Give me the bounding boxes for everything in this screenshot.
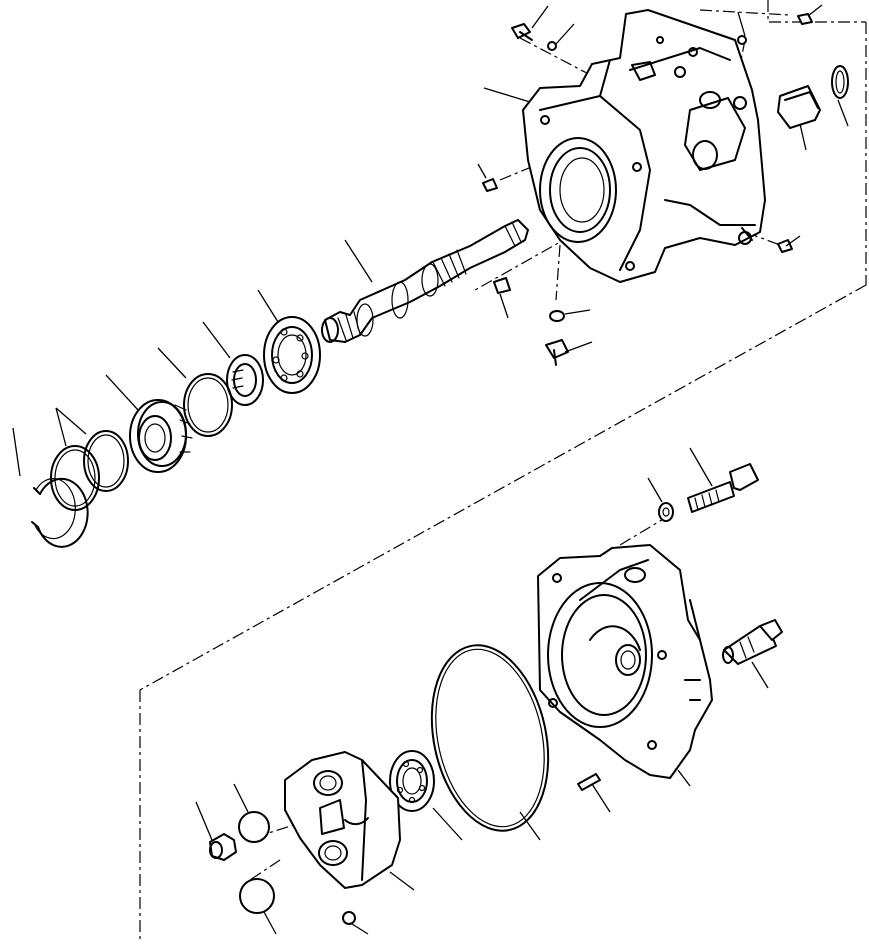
pump-housing (522, 9, 766, 283)
bushing-plug (777, 65, 849, 129)
dowel-pin (577, 773, 601, 791)
ball-bearing (389, 750, 435, 812)
cap-bolt (687, 463, 759, 513)
sensor-valve (722, 619, 783, 665)
large-o-ring (430, 644, 550, 832)
steel-balls (238, 811, 356, 925)
o-ring (183, 373, 233, 437)
roller-bearing (263, 316, 321, 394)
leader-lines (12, 4, 849, 935)
valve-plate (284, 751, 401, 889)
drive-shaft (321, 219, 529, 343)
retaining-ring (50, 430, 129, 511)
housing-bolts (482, 13, 813, 366)
oil-seal (129, 399, 193, 473)
bearing-spacer (226, 354, 264, 406)
end-cap-housing (537, 544, 713, 779)
snap-ring (31, 477, 89, 548)
washer (658, 502, 674, 522)
plug (209, 833, 237, 861)
